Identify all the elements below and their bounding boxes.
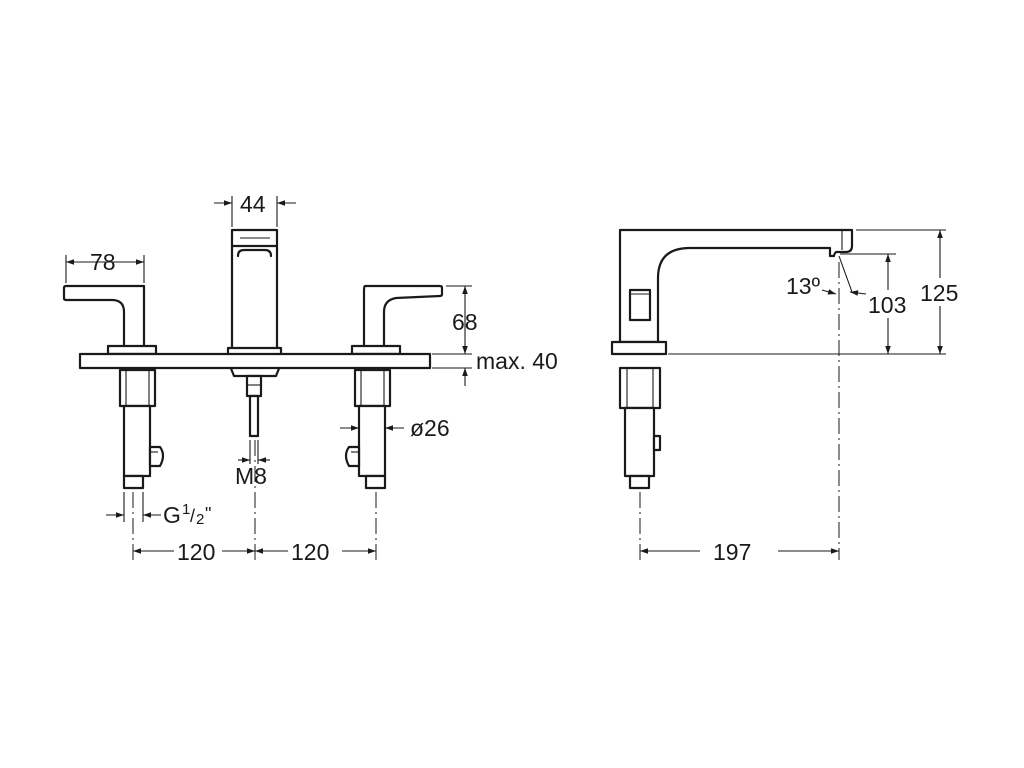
deck-plate xyxy=(78,352,432,370)
dim-label-103: 103 xyxy=(868,292,906,318)
dim-label-26: ø26 xyxy=(410,415,450,441)
svg-text:2: 2 xyxy=(196,511,204,528)
dim-label-g12: G 1 / 2 " xyxy=(163,501,211,528)
svg-text:": " xyxy=(205,504,211,524)
front-view: 44 78 68 max. 40 ø26 M8 G 1 / 2 " 120 12… xyxy=(62,191,558,565)
dim-label-120-left: 120 xyxy=(177,539,215,565)
angle-line xyxy=(838,255,853,293)
spout xyxy=(226,228,283,438)
dim-label-m8: M8 xyxy=(235,463,267,489)
dim-label-max40: max. 40 xyxy=(476,348,558,374)
dim-label-68: 68 xyxy=(452,309,478,335)
svg-text:/: / xyxy=(190,506,195,526)
right-valve-body xyxy=(344,368,392,490)
dim-label-125: 125 xyxy=(920,280,958,306)
dim-label-13deg: 13º xyxy=(786,273,821,299)
left-handle xyxy=(62,284,158,356)
svg-text:G: G xyxy=(163,502,181,528)
left-valve-body xyxy=(118,368,165,490)
right-handle xyxy=(350,284,444,356)
side-valve-body xyxy=(618,366,662,490)
dim-label-44: 44 xyxy=(240,191,266,217)
side-spout xyxy=(610,228,854,356)
dim-label-197: 197 xyxy=(713,539,751,565)
dim-label-120-right: 120 xyxy=(291,539,329,565)
svg-text:1: 1 xyxy=(182,501,190,518)
side-view: 13º 103 125 197 xyxy=(610,228,968,565)
dim-label-78: 78 xyxy=(90,249,116,275)
